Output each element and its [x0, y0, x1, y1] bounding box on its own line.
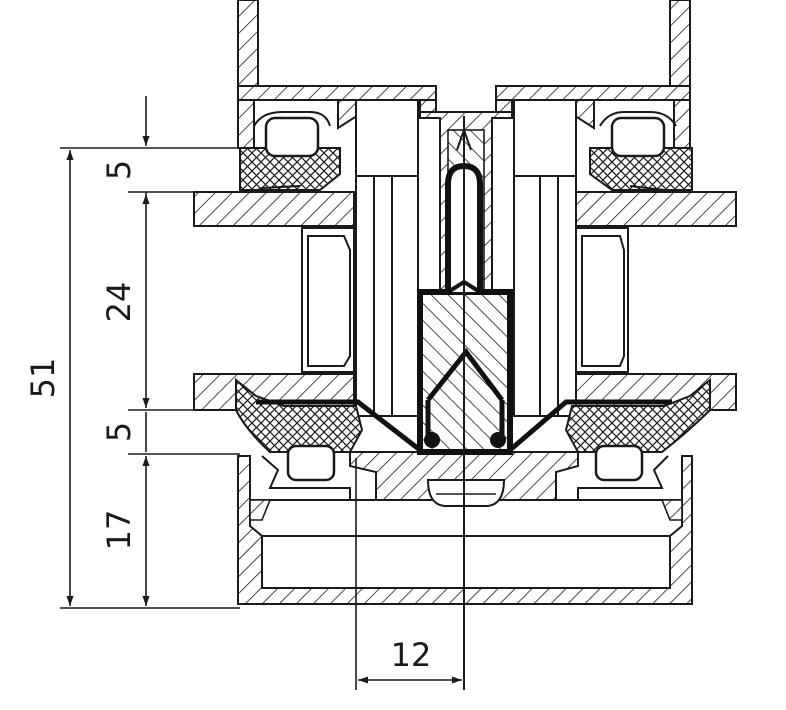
dimension-lines	[60, 96, 462, 690]
screw-axis	[456, 116, 472, 690]
spacer-bar	[301, 227, 629, 373]
dim-bottom-seal-label: 5	[100, 422, 138, 442]
cover-cap	[237, 455, 693, 605]
dimension-labels: 51 5 24 5 17 12	[24, 160, 431, 674]
dim-top-seal-label: 5	[100, 160, 138, 180]
screw-head	[426, 479, 506, 507]
dim-cover-label: 17	[100, 510, 138, 551]
outer-gasket-top	[235, 111, 693, 205]
inner-gasket-bottom	[235, 377, 711, 482]
dim-offset-label: 12	[391, 636, 432, 674]
dim-glass-label: 24	[100, 282, 138, 323]
dim-overall-label: 51	[24, 358, 62, 399]
glass-pane-outer	[193, 191, 737, 227]
